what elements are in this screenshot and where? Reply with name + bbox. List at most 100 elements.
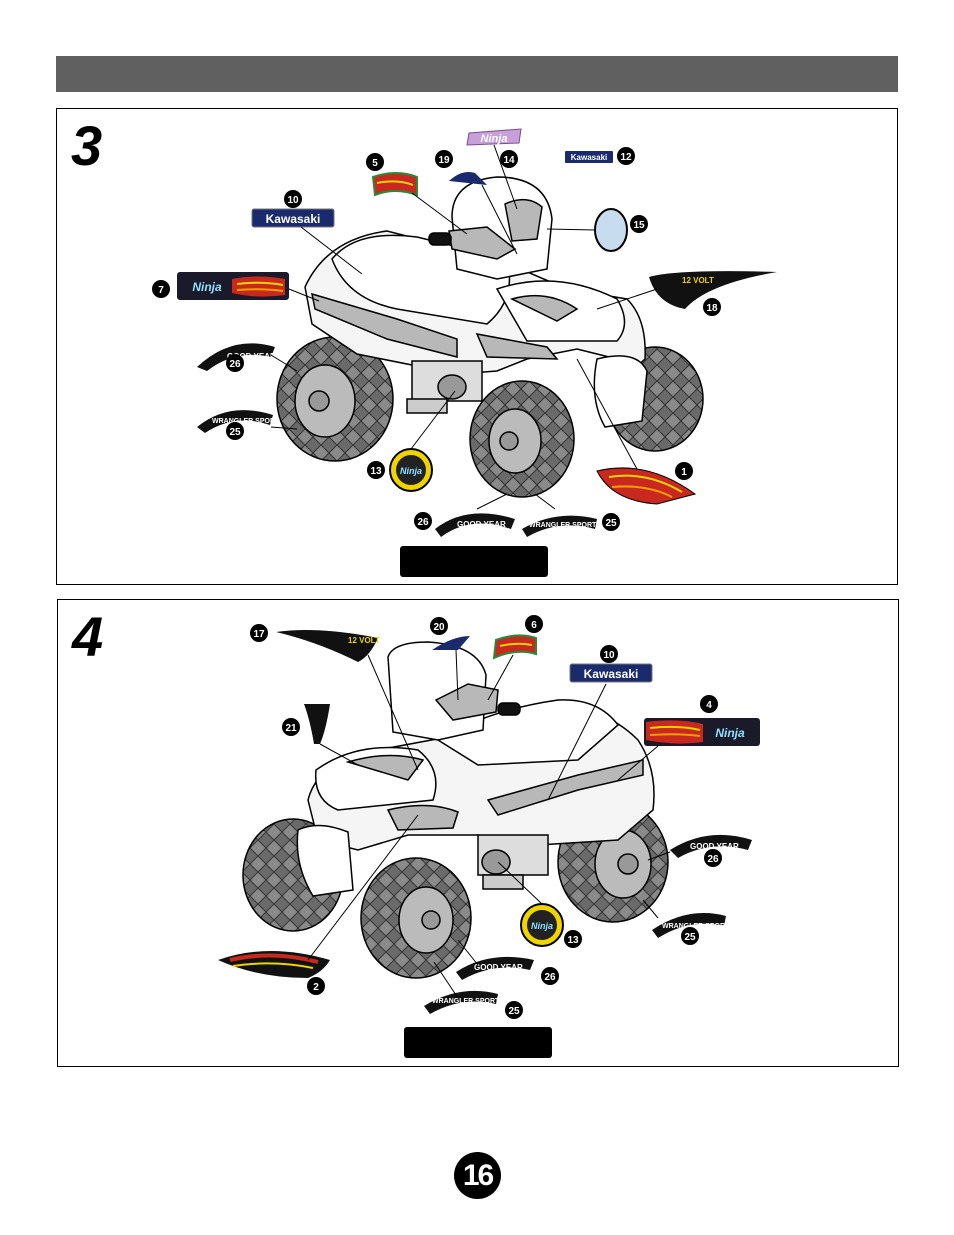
svg-text:Ninja: Ninja [400, 466, 422, 476]
svg-text:Kawasaki: Kawasaki [584, 667, 639, 681]
svg-text:17: 17 [253, 629, 265, 640]
svg-text:14: 14 [503, 155, 515, 166]
decal-10-kawasaki: Kawasaki [251, 208, 335, 228]
decal-17-12volt: 12 VOLT [276, 630, 380, 662]
svg-text:15: 15 [633, 220, 645, 231]
decal-2-flames [218, 951, 330, 978]
callouts: 5 19 14 12 10 15 7 18 26 25 13 1 26 25 [152, 147, 721, 531]
svg-text:Ninja: Ninja [531, 921, 553, 931]
svg-text:5: 5 [372, 158, 378, 169]
callout-26b: 26 [414, 512, 432, 530]
step-number: 4 [72, 605, 104, 668]
decal-10-kawasaki: Kawasaki [569, 663, 653, 683]
callout-10: 10 [600, 645, 618, 663]
callout-12: 12 [617, 147, 635, 165]
callout-5: 5 [366, 153, 384, 171]
svg-text:20: 20 [433, 622, 445, 633]
step-4-label-bar [404, 1027, 552, 1058]
svg-text:Ninja: Ninja [481, 133, 508, 145]
leader-lines [307, 649, 671, 999]
decal-5-flames [371, 172, 418, 197]
svg-text:7: 7 [158, 285, 164, 296]
svg-text:21: 21 [285, 723, 297, 734]
svg-text:2: 2 [313, 982, 319, 993]
callout-26b: 26 [541, 967, 559, 985]
svg-text:25: 25 [684, 932, 696, 943]
svg-text:WRANGLER SPORT: WRANGLER SPORT [212, 418, 280, 425]
decal-7-ninja-flames: Ninja [177, 272, 289, 300]
decal-25-wrangler: WRANGLER SPORT WRANGLER SPORT [424, 913, 730, 1014]
callout-25b: 25 [505, 1001, 523, 1019]
svg-text:10: 10 [603, 650, 615, 661]
step-3-panel: 3 [56, 108, 898, 585]
svg-text:12: 12 [620, 152, 632, 163]
callout-7: 7 [152, 280, 170, 298]
svg-text:4: 4 [706, 700, 712, 711]
callout-19: 19 [435, 150, 453, 168]
svg-text:Kawasaki: Kawasaki [266, 212, 321, 226]
decal-20 [432, 636, 470, 650]
leader-lines [270, 144, 658, 510]
decal-4-ninja-flames: Ninja [644, 718, 760, 746]
decal-21 [304, 704, 330, 744]
callout-1: 1 [675, 462, 693, 480]
svg-text:GOOD YEAR: GOOD YEAR [227, 352, 276, 361]
callout-4: 4 [700, 695, 718, 713]
svg-text:26: 26 [229, 359, 241, 370]
decal-25-wrangler: WRANGLER SPORT WRANGLER SPORT [197, 410, 597, 537]
svg-text:Kawasaki: Kawasaki [571, 153, 607, 162]
step-3-label-bar [400, 546, 548, 577]
step-number: 3 [71, 114, 103, 177]
atv-illustration [276, 176, 704, 498]
svg-text:13: 13 [370, 466, 382, 477]
decal-18-12volt: 12 VOLT [649, 271, 777, 309]
atv-illustration [242, 641, 669, 979]
svg-text:GOOD YEAR: GOOD YEAR [690, 842, 739, 851]
svg-text:19: 19 [438, 155, 450, 166]
svg-text:18: 18 [706, 303, 718, 314]
header-bar [56, 56, 898, 92]
decal-6-flames [492, 634, 537, 660]
callout-17: 17 [250, 624, 268, 642]
svg-text:26: 26 [417, 517, 429, 528]
decal-19 [449, 172, 487, 185]
callout-6: 6 [525, 615, 543, 633]
svg-text:WRANGLER SPORT: WRANGLER SPORT [529, 522, 597, 529]
callout-20: 20 [430, 617, 448, 635]
decal-15-lens [594, 208, 628, 252]
callouts: 17 20 6 10 4 21 26 25 13 26 25 2 [250, 615, 722, 1019]
svg-text:WRANGLER SPORT: WRANGLER SPORT [432, 998, 500, 1005]
callout-25: 25 [226, 422, 244, 440]
svg-text:25: 25 [508, 1006, 520, 1017]
page-number: 16 [454, 1152, 501, 1199]
callout-18: 18 [703, 298, 721, 316]
svg-text:GOOD YEAR: GOOD YEAR [474, 963, 523, 972]
callout-25b: 25 [602, 513, 620, 531]
callout-13: 13 [367, 461, 385, 479]
step-3-diagram: Kawasaki Kawasaki Ninja Ninja 12 VOLT [152, 128, 777, 537]
svg-text:10: 10 [287, 195, 299, 206]
svg-text:26: 26 [707, 854, 719, 865]
svg-text:25: 25 [229, 427, 241, 438]
callout-26: 26 [704, 849, 722, 867]
callout-14: 14 [500, 150, 518, 168]
svg-text:12 VOLT: 12 VOLT [348, 636, 380, 645]
svg-text:12 VOLT: 12 VOLT [682, 276, 714, 285]
decal-12-kawasaki: Kawasaki [565, 151, 613, 163]
svg-text:6: 6 [531, 620, 537, 631]
svg-text:1: 1 [681, 467, 687, 478]
decal-26-goodyear: GOOD YEAR GOOD YEAR [197, 343, 515, 537]
svg-text:WRANGLER SPORT: WRANGLER SPORT [662, 923, 730, 930]
callout-25: 25 [681, 927, 699, 945]
step-4-panel: 4 [57, 599, 899, 1067]
decal-14-ninja: Ninja [466, 128, 522, 146]
decal-13-ninja-badge: Ninja [520, 903, 564, 947]
step-4-diagram: 12 VOLT Kawasaki Ninja Ninja [218, 615, 760, 1019]
callout-2: 2 [307, 977, 325, 995]
callout-21: 21 [282, 718, 300, 736]
callout-13: 13 [564, 930, 582, 948]
callout-26: 26 [226, 354, 244, 372]
svg-text:13: 13 [567, 935, 579, 946]
svg-text:GOOD YEAR: GOOD YEAR [457, 520, 506, 529]
callout-15: 15 [630, 215, 648, 233]
